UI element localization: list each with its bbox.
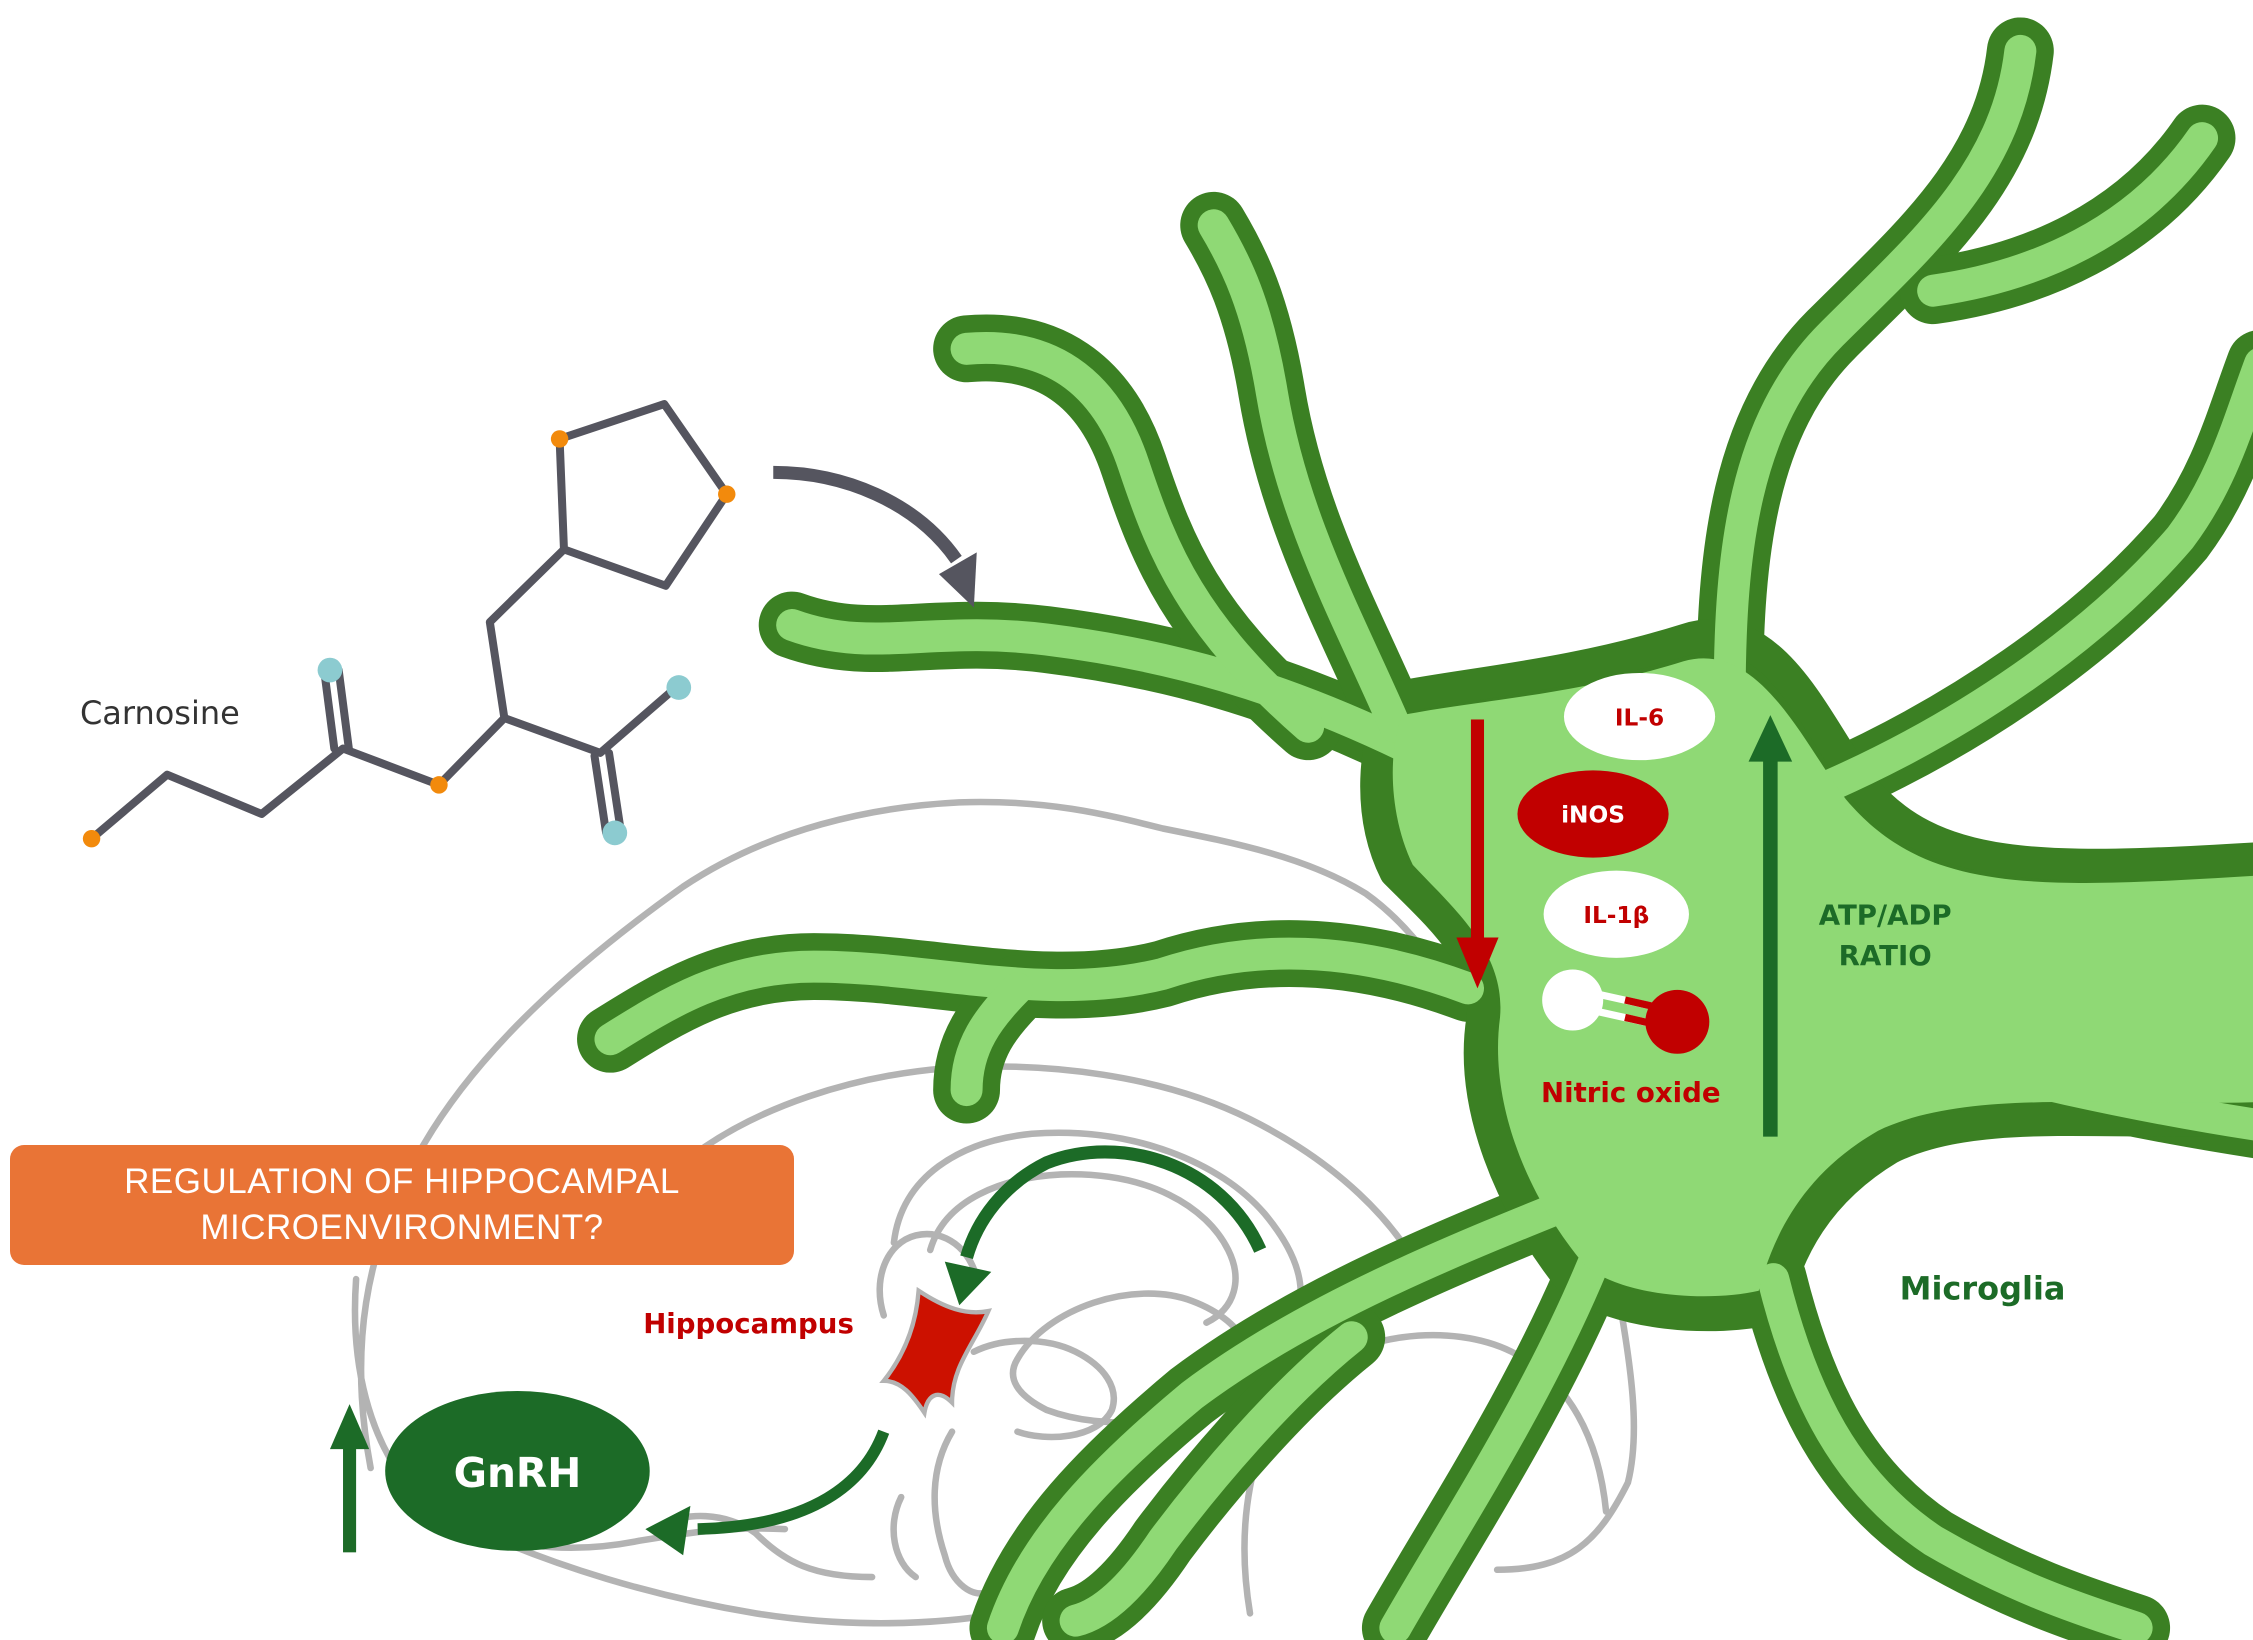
hippocampus-region (879, 1286, 993, 1419)
brain-corpus-callosum (679, 1063, 1428, 1283)
hippocampus-label: Hippocampus (643, 1307, 854, 1340)
brain-cerebellum (1241, 1331, 1610, 1617)
nitric-oxide-molecule-icon (1542, 969, 1710, 1054)
carnosine-ring (555, 400, 731, 590)
atom-nitrogen-ring-1 (550, 430, 569, 448)
gnrh-badge: GnRH (385, 1390, 650, 1551)
marker-il1b: IL-1β (1543, 870, 1689, 958)
gnrh-increase-arrow-icon (329, 1404, 370, 1553)
carnosine-carboxyl-double (590, 748, 625, 837)
atom-oxygen-3 (602, 820, 628, 846)
carnosine-molecule (87, 400, 731, 843)
atom-nitrogen-amide (430, 776, 448, 794)
carnosine-atoms (82, 430, 736, 848)
question-line-1: REGULATION OF HIPPOCAMPAL (124, 1162, 680, 1201)
marker-il1b-label: IL-1β (1583, 902, 1649, 929)
question-line-2: MICROENVIRONMENT? (200, 1208, 604, 1247)
cell-to-hippocampus-arrow (944, 1145, 1267, 1306)
marker-inos-label: iNOS (1561, 802, 1625, 829)
brain-brainstem-2 (890, 1493, 919, 1581)
brain-inner-arc-1 (890, 1129, 1304, 1326)
atom-nitrogen-amine (82, 829, 101, 848)
carnosine-label: Carnosine (80, 694, 240, 732)
process-right-upper (1797, 330, 2253, 819)
microglia-cell (577, 17, 2253, 1640)
marker-inos: iNOS (1517, 770, 1669, 858)
gnrh-label: GnRH (454, 1449, 582, 1497)
atom-nitrogen-ring-2 (718, 485, 736, 503)
increase-arrow-atp (1748, 715, 1793, 1137)
marker-il6: IL-6 (1563, 672, 1716, 761)
microglia-label: Microglia (1900, 1269, 2066, 1307)
nitric-oxide-label: Nitric oxide (1541, 1076, 1721, 1109)
marker-il6-label: IL-6 (1615, 704, 1664, 731)
carnosine-to-cell-arrow (773, 465, 977, 608)
brain-cortex-outline (357, 798, 1638, 1574)
brain-midbrain (970, 1337, 1117, 1441)
decrease-arrow (1456, 719, 1499, 989)
ratio-label: RATIO (1839, 939, 1932, 972)
brain-brainstem-1 (931, 1428, 992, 1597)
atom-oxygen-1 (317, 657, 343, 683)
brain-inner-arc-2 (926, 1171, 1239, 1326)
carnosine-backbone (87, 714, 509, 843)
hippocampus-to-gnrh-arrow (645, 1429, 890, 1556)
brain-frontal-lobe (432, 1508, 1007, 1627)
question-box: REGULATION OF HIPPOCAMPAL MICROENVIRONME… (10, 1145, 794, 1265)
atp-adp-label: ATP/ADP (1819, 898, 1952, 931)
carnosine-carbonyl-double (320, 666, 353, 753)
atom-oxygen-2 (666, 675, 692, 700)
